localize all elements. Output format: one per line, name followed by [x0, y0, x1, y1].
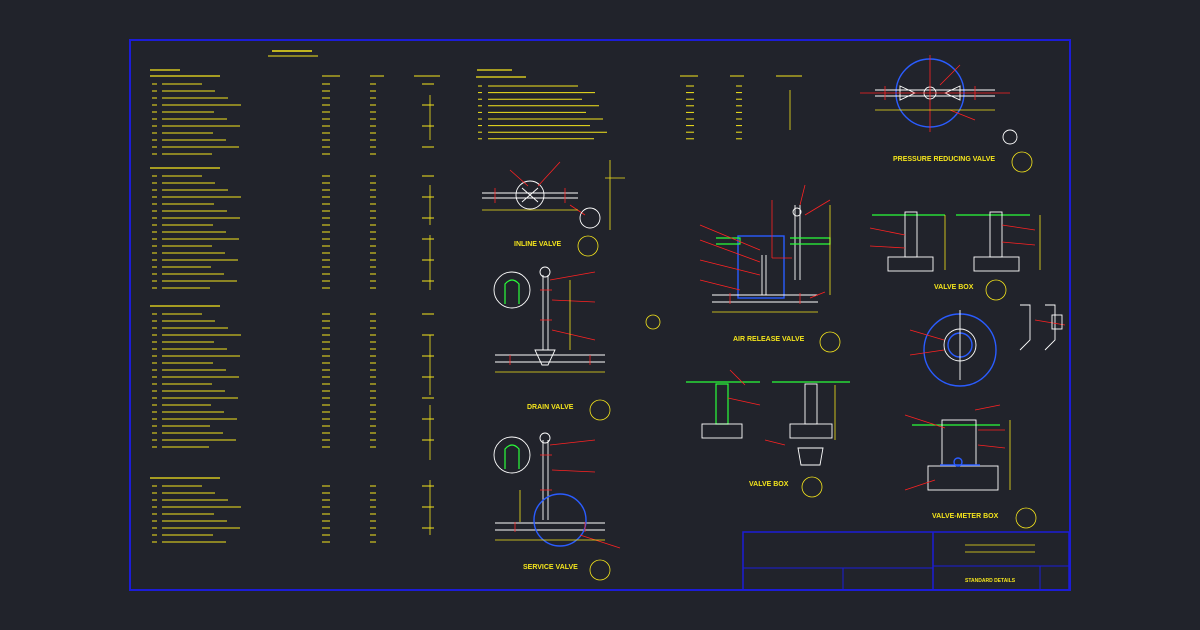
round-box-plan — [909, 304, 1066, 387]
air-release-valve-label: AIR RELEASE VALVE — [733, 336, 805, 343]
pressure-reducing-valve-label: PRESSURE REDUCING VALVE — [893, 156, 995, 163]
valve-box-label-2: VALVE BOX — [749, 481, 789, 488]
valve-meter-box-label: VALVE-METER BOX — [932, 513, 999, 520]
valve-box-detail-2: VALVE BOX — [686, 369, 850, 498]
drain-valve-label: DRAIN VALVE — [527, 404, 574, 411]
schedule-table — [150, 50, 802, 543]
valve-meter-box-detail: VALVE-METER BOX — [904, 404, 1037, 529]
drain-valve-detail: DRAIN VALVE — [493, 266, 661, 421]
sheet-border — [129, 39, 1071, 591]
service-valve-detail: SERVICE VALVE — [493, 432, 621, 581]
pressure-reducing-valve-detail: PRESSURE REDUCING VALVE — [860, 55, 1033, 173]
inline-valve-detail: INLINE VALVE — [482, 160, 625, 257]
title-block: STANDARD DETAILS — [742, 531, 1070, 591]
sheet-title: STANDARD DETAILS — [965, 578, 1016, 584]
inline-valve-label: INLINE VALVE — [514, 241, 562, 248]
valve-box-detail-1: VALVE BOX — [869, 211, 1041, 301]
service-valve-label: SERVICE VALVE — [523, 564, 578, 571]
air-release-valve-detail: AIR RELEASE VALVE — [699, 184, 841, 353]
valve-box-label-1: VALVE BOX — [934, 284, 974, 291]
